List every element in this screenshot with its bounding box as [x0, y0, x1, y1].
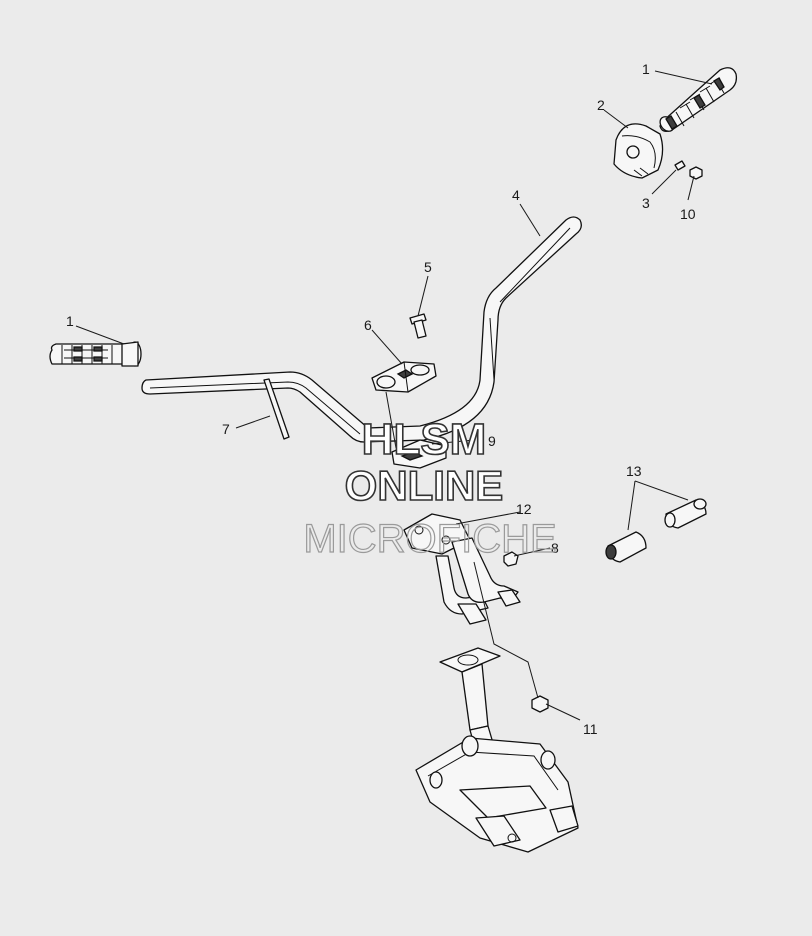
callout-2: 2 [597, 97, 605, 113]
bar-end-a[interactable] [605, 531, 647, 563]
bar-end-b[interactable] [664, 498, 707, 529]
watermark-line-3: MICROFICHE [303, 517, 556, 561]
callout-5: 5 [424, 259, 432, 275]
callout-11: 11 [583, 721, 598, 737]
lower-clamp[interactable] [391, 439, 447, 469]
watermark-line-2: ONLINE [345, 462, 504, 509]
callout-7: 7 [222, 421, 230, 437]
callout-6: 6 [364, 317, 372, 333]
grip-right[interactable] [657, 67, 738, 134]
callout-labels: 1 2 3 10 4 5 1 6 7 9 12 8 13 11 [66, 61, 696, 737]
callout-3: 3 [642, 195, 650, 211]
grip-left[interactable] [49, 341, 142, 367]
riser-bracket[interactable] [403, 513, 521, 625]
screw-small[interactable] [674, 160, 686, 171]
rod-long[interactable] [263, 378, 290, 440]
callout-9: 9 [488, 433, 496, 449]
nut-steering[interactable] [531, 695, 549, 713]
callout-10: 10 [680, 206, 696, 222]
lower-frame [415, 735, 579, 853]
nut-small[interactable] [689, 166, 703, 180]
callout-1-left: 1 [66, 313, 74, 329]
switch-housing[interactable] [613, 123, 664, 179]
callout-12: 12 [516, 501, 532, 517]
bolt-clamp[interactable] [409, 313, 427, 339]
callout-4: 4 [512, 187, 520, 203]
callout-13: 13 [626, 463, 642, 479]
watermark: HLSM ONLINE MICROFICHE [303, 414, 558, 561]
callout-1-right: 1 [642, 61, 650, 77]
leader-lines [75, 70, 713, 721]
callout-8: 8 [551, 540, 559, 556]
handlebar[interactable] [141, 216, 582, 443]
upper-clamp[interactable] [371, 361, 437, 393]
watermark-line-1: HLSM [362, 415, 487, 464]
